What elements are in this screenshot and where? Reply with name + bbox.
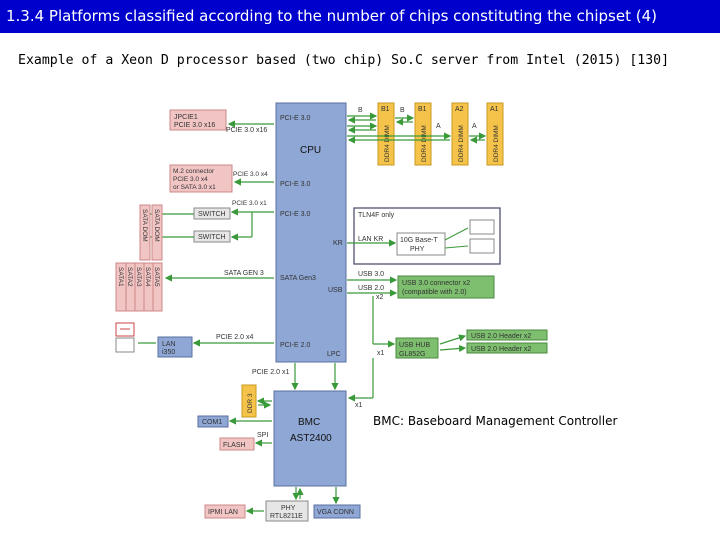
10g-phy <box>396 232 446 256</box>
sata-ports <box>115 204 163 312</box>
channel-label-0: B <box>358 107 363 114</box>
bus-label-pcie-x4: PCIE 3.0 x4 <box>233 171 268 178</box>
channel-label-2: A <box>436 123 441 130</box>
com1-label: COM1 <box>202 419 222 426</box>
switch-2-label: SWITCH <box>198 234 226 241</box>
dimm-a1 <box>486 102 504 166</box>
bus-label-spi: SPI <box>257 432 268 439</box>
cpu-port-kr: KR <box>333 240 343 247</box>
channel-label-1: B <box>400 107 405 114</box>
cpu-port-pcie-1: PCI-E 3.0 <box>280 115 310 122</box>
bus-label-pcie2-x1: PCIE 2.0 x1 <box>252 369 289 376</box>
bmc-annotation: BMC: Baseboard Management Controller <box>373 414 618 428</box>
m2-line2: PCIE 3.0 x4 <box>173 176 208 183</box>
rj45-port-2 <box>469 238 495 254</box>
usb-hub-line2: GL852G <box>399 351 425 358</box>
bmc-phy-line1: PHY <box>281 505 296 512</box>
sata-dom-1: SATA DOM <box>153 209 160 242</box>
lan-kr-label: LAN KR <box>358 236 383 243</box>
com1-port <box>197 415 229 428</box>
usb3-connector-line2: (compatible with 2.0) <box>402 289 467 296</box>
dimm-label-3: A1 <box>490 106 499 113</box>
bus-label-x1-bmc: x1 <box>355 402 363 409</box>
channel-label-3: A <box>472 123 477 130</box>
cpu-port-usb: USB <box>328 287 343 294</box>
ipmi-lan-label: IPMI LAN <box>208 509 238 516</box>
cpu-port-sata: SATA Gen3 <box>280 275 316 282</box>
ipmi-lan <box>204 504 246 519</box>
sata4: SATA4 <box>144 267 151 287</box>
cpu-label: CPU <box>300 145 321 156</box>
usb3-connector-line1: USB 3.0 connector x2 <box>402 280 470 287</box>
slide-title: 1.3.4 Platforms classified according to … <box>0 0 720 33</box>
cpu-block <box>275 102 347 363</box>
flash-chip <box>219 437 255 451</box>
lan-line2: i350 <box>162 349 175 356</box>
sata1: SATA1 <box>117 267 124 287</box>
dimm-type-0: DDR4 DIMM <box>384 125 391 162</box>
rj45-port-1 <box>469 219 495 235</box>
usb2-header-1 <box>466 329 548 341</box>
usb-hub-line1: USB HUB <box>399 342 430 349</box>
cpu-port-lpc: LPC <box>327 351 341 358</box>
lan-i350 <box>157 336 193 358</box>
cpu-port-pcie2: PCI-E 2.0 <box>280 342 310 349</box>
bus-label-x2: x2 <box>376 294 384 301</box>
ddr3-label: DDR 3 <box>247 393 254 413</box>
lan-line1: LAN <box>162 341 176 348</box>
usb3-connector <box>397 275 495 299</box>
dimm-a2 <box>451 102 469 166</box>
dimm-label-1: B1 <box>418 106 427 113</box>
sata5: SATA5 <box>153 267 160 287</box>
bus-label-sata-gen3: SATA GEN 3 <box>224 270 264 277</box>
phy-line2: PHY <box>410 246 425 253</box>
switch-1-label: SWITCH <box>198 211 226 218</box>
sata-dom-2: SATA DOM <box>141 209 148 242</box>
bus-label-pcie2-x4: PCIE 2.0 x4 <box>216 334 253 341</box>
flash-label: FLASH <box>223 442 246 449</box>
bmc-phy <box>265 500 309 522</box>
sata3: SATA3 <box>135 267 142 287</box>
vga-connector <box>313 504 361 519</box>
sata2: SATA2 <box>126 267 133 287</box>
dimm-label-0: B1 <box>381 106 390 113</box>
bus-label-pcie-x1: PCIE 3.0 x1 <box>232 200 267 207</box>
jpcie1-name: JPCIE1 <box>174 114 198 121</box>
dimm-type-2: DDR4 DIMM <box>458 125 465 162</box>
cpu-port-pcie-3: PCI-E 3.0 <box>280 211 310 218</box>
vga-label: VGA CONN <box>317 509 354 516</box>
bus-label-x1-hub: x1 <box>377 350 385 357</box>
slide-subtitle: Example of a Xeon D processor based (two… <box>18 53 670 68</box>
bmc-block <box>273 390 347 487</box>
lan-port-1 <box>115 337 135 353</box>
bmc-chip: AST2400 <box>290 433 332 444</box>
usb2-header-2-label: USB 2.0 Header x2 <box>471 346 531 353</box>
m2-line1: M.2 connector <box>173 168 215 175</box>
jpcie1-spec: PCIE 3.0 x16 <box>174 122 215 129</box>
dimm-type-3: DDR4 DIMM <box>493 125 500 162</box>
bus-label-usb3: USB 3.0 <box>358 271 384 278</box>
m2-connector <box>169 164 233 193</box>
jpcie1-slot <box>169 109 227 131</box>
dimm-type-1: DDR4 DIMM <box>421 125 428 162</box>
bmc-name: BMC <box>298 417 320 428</box>
tln4f-label: TLN4F only <box>358 212 395 219</box>
ddr3-chip <box>241 384 257 418</box>
dimm-b1-b <box>414 102 432 166</box>
phy-line1: 10G Base-T <box>400 237 438 244</box>
cpu-port-pcie-2: PCI-E 3.0 <box>280 181 310 188</box>
dimm-b1-a <box>377 102 395 166</box>
usb2-header-1-label: USB 2.0 Header x2 <box>471 333 531 340</box>
usb-hub <box>395 337 439 359</box>
dimm-label-2: A2 <box>455 106 464 113</box>
bus-label-usb2: USB 2.0 <box>358 285 384 292</box>
bmc-phy-line2: RTL8211E <box>270 513 303 520</box>
bus-label-pcie-x16: PCIE 3.0 x16 <box>226 127 267 134</box>
m2-line3: or SATA 3.0 x1 <box>173 184 216 191</box>
usb2-header-2 <box>466 342 548 354</box>
